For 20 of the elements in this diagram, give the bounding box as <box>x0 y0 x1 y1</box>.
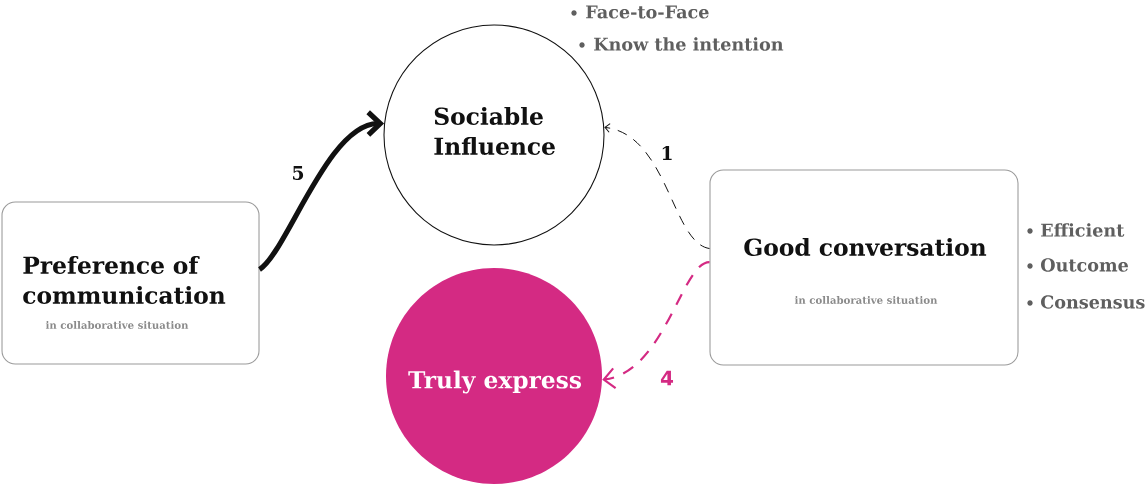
node-title: Good conversation <box>744 237 987 257</box>
curved-arrow <box>602 261 710 390</box>
bullet-text: Consensus <box>1041 295 1145 309</box>
node-title: Preference of communication <box>23 255 226 305</box>
edge-label: 4 <box>658 368 676 388</box>
edge-label: 1 <box>658 144 676 162</box>
node-title: Truly express <box>408 370 581 394</box>
bullet-text: Face-to-Face <box>586 5 709 19</box>
curved-arrow <box>604 123 710 249</box>
bullet-text: Efficient <box>1041 223 1125 237</box>
filled-circle <box>386 268 602 484</box>
concept-box <box>709 169 1019 366</box>
node-subtitle: in collaborative situation <box>794 296 938 304</box>
node-subtitle: in collaborative situation <box>45 321 189 329</box>
node-title: Sociable Influence <box>434 106 555 156</box>
edge-label: 5 <box>289 164 307 182</box>
bullet-text: Outcome <box>1041 258 1128 272</box>
bullet-text: Know the intention <box>594 37 784 51</box>
curved-arrow <box>257 110 385 272</box>
concept-box <box>1 201 260 365</box>
